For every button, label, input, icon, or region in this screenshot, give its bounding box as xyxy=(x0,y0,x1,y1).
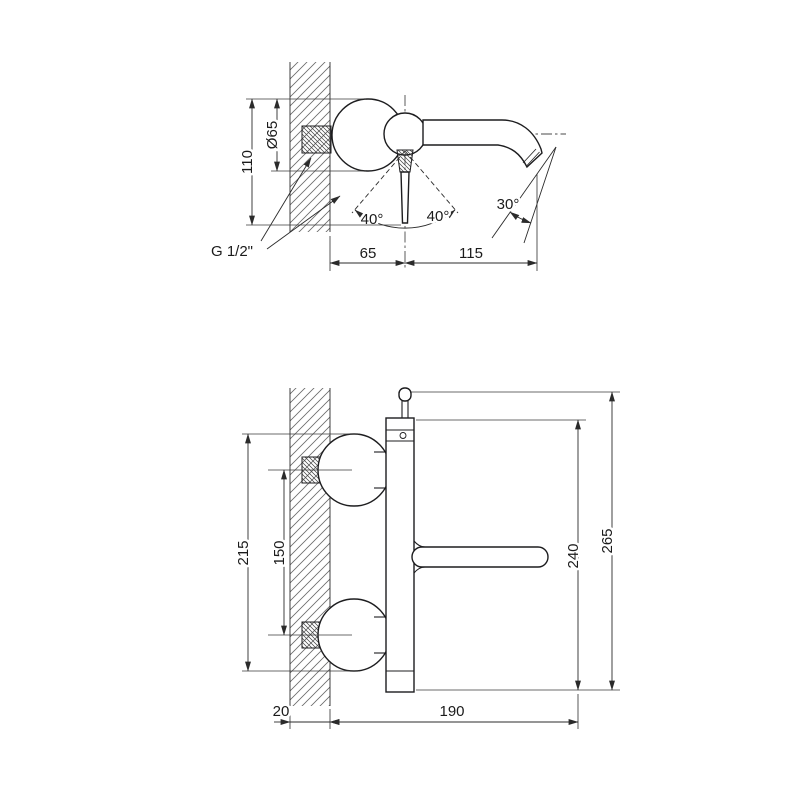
dim-265-label: 265 xyxy=(599,528,616,553)
angle-left-label: 40° xyxy=(361,211,384,228)
dim-240-label: 240 xyxy=(565,543,582,568)
top-knob xyxy=(398,387,412,420)
front-view: 215 150 240 265 20 190 xyxy=(233,387,620,729)
spout-angle-label: 30° xyxy=(497,196,520,213)
wall-hatch-bottom xyxy=(289,388,331,706)
body-column xyxy=(385,417,415,693)
dim-190-label: 190 xyxy=(439,703,464,720)
dim-diameter-label: Ø65 xyxy=(264,121,281,149)
wall-thread-connector xyxy=(301,125,332,154)
dimensions-top: 110 Ø65 65 115 xyxy=(237,98,538,271)
spout xyxy=(422,119,543,169)
thread-size-label: G 1/2" xyxy=(211,243,253,260)
spout-aerator xyxy=(522,148,540,167)
front-handle-lever xyxy=(411,540,549,574)
mixer-body xyxy=(383,112,427,156)
dimensions-bottom: 215 150 240 265 20 190 xyxy=(233,391,620,729)
side-view: 40° 40° 30° G 1/2" 110 xyxy=(211,62,566,271)
angle-right-label: 40° xyxy=(427,208,450,225)
handle-lever xyxy=(400,171,410,224)
dim-115-label: 115 xyxy=(459,245,483,262)
dim-20-label: 20 xyxy=(273,703,290,720)
handle-collar xyxy=(396,149,414,173)
dim-110-label: 110 xyxy=(239,150,256,174)
dim-65-label: 65 xyxy=(360,245,377,262)
spout-angle-indicator: 30° xyxy=(491,146,557,244)
dim-150-label: 150 xyxy=(271,540,288,565)
dim-215-label: 215 xyxy=(235,540,252,565)
thread-leader: G 1/2" xyxy=(211,157,341,260)
